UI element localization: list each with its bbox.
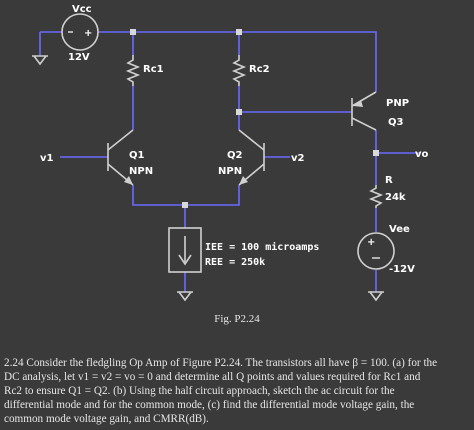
vcc-source-icon: +	[61, 13, 99, 51]
problem-statement: 2.24 Consider the fledgling Op Amp of Fi…	[4, 356, 470, 426]
iee-label: IEE = 100 microamps	[205, 241, 319, 253]
problem-line: Rc2 to ensure Q1 = Q2. (b) Using the hal…	[4, 385, 395, 397]
transistor-icon-q1	[107, 129, 134, 186]
r-value-label: 24k	[385, 192, 406, 203]
rc2-label: Rc2	[249, 64, 270, 75]
node-vo	[373, 150, 379, 156]
ree-label: REE = 250k	[205, 257, 265, 268]
ground-icon-current-source	[177, 291, 193, 302]
svg-text:+: +	[84, 28, 92, 39]
node-q2-collector	[236, 109, 242, 115]
v1-label: v1	[40, 153, 54, 164]
q1-type-label: NPN	[129, 166, 153, 177]
q3-label: Q3	[388, 117, 404, 128]
vee-value-label: -12V	[389, 264, 415, 275]
v2-label: v2	[291, 153, 305, 164]
transistor-icon-q3	[351, 91, 377, 131]
q3-type-label: PNP	[386, 98, 409, 109]
problem-line: DC analysis, let v1 = v2 = vo = 0 and de…	[4, 371, 421, 383]
problem-line: common mode voltage gain, and CMRR(dB).	[4, 413, 209, 425]
circuit-schematic: + + Vcc 12V Rc1 Rc2 Q1 N	[32, 4, 429, 302]
rc1-label: Rc1	[143, 64, 164, 75]
q1-label: Q1	[129, 150, 145, 161]
r-label: R	[385, 175, 393, 186]
vcc-rail	[98, 31, 377, 92]
current-source-icon	[168, 227, 202, 273]
resistor-icon-rc2	[231, 55, 247, 86]
svg-text:+: +	[367, 237, 375, 248]
ground-icon-vcc	[32, 55, 48, 66]
resistor-icon-rc1	[125, 55, 141, 86]
vee-label: Vee	[389, 224, 410, 235]
vee-source-icon: +	[357, 232, 395, 270]
vo-label: vo	[415, 149, 429, 160]
transistor-icon-q2	[238, 129, 265, 186]
node-tail	[182, 202, 188, 208]
q2-type-label: NPN	[218, 166, 242, 177]
problem-line: differential mode and for the common mod…	[4, 399, 415, 411]
node-rc2-top	[236, 29, 242, 35]
wires	[39, 31, 420, 292]
q2-label: Q2	[227, 150, 243, 161]
vcc-label: Vcc	[72, 4, 92, 15]
node-rc1-top	[130, 29, 136, 35]
vcc-value-label: 12V	[68, 52, 90, 63]
resistor-icon-r	[368, 185, 384, 208]
figure-caption: Fig. P2.24	[214, 313, 260, 325]
ground-icon-vee	[368, 291, 384, 302]
problem-line: 2.24 Consider the fledgling Op Amp of Fi…	[4, 357, 438, 369]
